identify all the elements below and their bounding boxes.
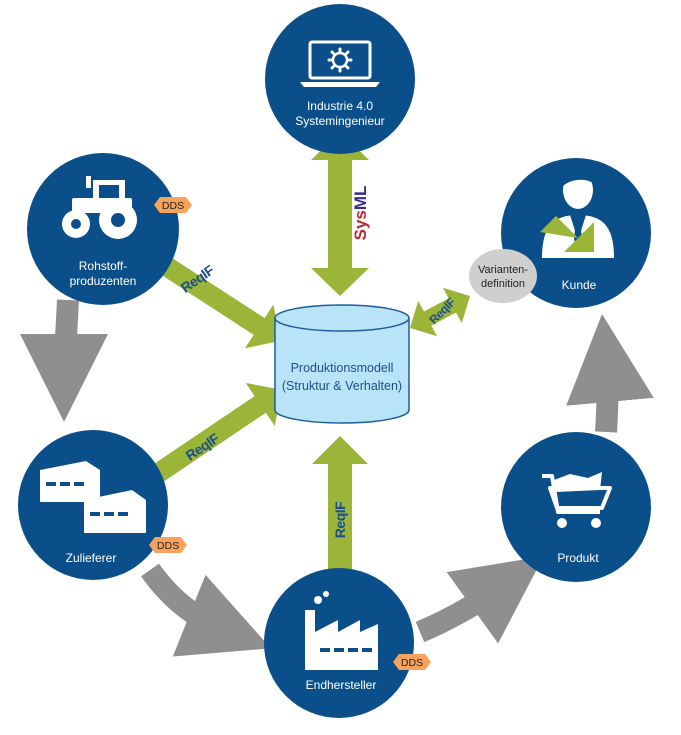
dds-badge-raw-label: DDS xyxy=(162,200,184,212)
laptop-gear-icon xyxy=(300,40,380,87)
factory-icon xyxy=(305,591,378,670)
link-arrow-model-variant xyxy=(409,287,471,337)
node-raw-producers: Rohstoff- produzenten xyxy=(27,153,179,305)
sysml-label: SysML xyxy=(351,186,370,241)
link-arrow-supplier-model xyxy=(124,382,282,504)
variant-label-line2: definition xyxy=(481,278,525,290)
node-supplier: Zulieferer xyxy=(18,430,168,580)
node-product: Produkt xyxy=(501,432,651,582)
database-label-line1: Produktionsmodell xyxy=(291,361,394,375)
dds-badge-oem-label: DDS xyxy=(401,657,423,669)
cycle-arrows xyxy=(20,299,654,657)
node-oem: Endhersteller xyxy=(264,568,414,718)
dds-badge-oem: DDS xyxy=(393,654,431,670)
node-customer: Kunde xyxy=(501,158,651,308)
reqif-label-oem: ReqIF xyxy=(332,501,348,538)
link-arrow-engineer-model xyxy=(311,132,369,296)
cycle-arrow-raw-to-supplier xyxy=(20,299,109,422)
variant-label-line1: Varianten- xyxy=(478,264,528,276)
warehouse-icon xyxy=(40,461,146,533)
database-label-line2: (Struktur & Verhalten) xyxy=(282,379,402,393)
tractor-icon xyxy=(62,176,137,239)
cycle-arrow-oem-to-product xyxy=(415,556,544,644)
supplier-label: Zulieferer xyxy=(66,551,117,565)
product-label: Produkt xyxy=(557,551,599,565)
production-model-database: Produktionsmodell (Struktur & Verhalten) xyxy=(274,304,410,424)
raw-producers-label-line2: produzenten xyxy=(70,274,137,288)
raw-producers-label-line1: Rohstoff- xyxy=(79,259,127,273)
dds-badge-supplier: DDS xyxy=(149,537,187,553)
systems-engineer-label-line1: Industrie 4.0 xyxy=(307,99,373,113)
variant-definition-bubble: Varianten- definition xyxy=(469,249,537,303)
cycle-arrow-product-to-customer xyxy=(566,314,654,433)
database-body xyxy=(274,318,410,424)
oem-label: Endhersteller xyxy=(306,678,377,692)
database-top xyxy=(274,304,410,332)
customer-person-icon xyxy=(540,168,614,258)
node-systems-engineer: Industrie 4.0 Systemingenieur xyxy=(265,4,415,154)
customer-label: Kunde xyxy=(562,278,597,292)
dds-badge-supplier-label: DDS xyxy=(157,540,179,552)
link-arrow-model-oem xyxy=(312,436,368,604)
shopping-cart-icon xyxy=(542,472,612,528)
systems-engineer-label-line2: Systemingenieur xyxy=(295,114,384,128)
dds-badge-raw: DDS xyxy=(154,197,192,213)
cycle-arrow-supplier-to-oem xyxy=(141,563,271,657)
